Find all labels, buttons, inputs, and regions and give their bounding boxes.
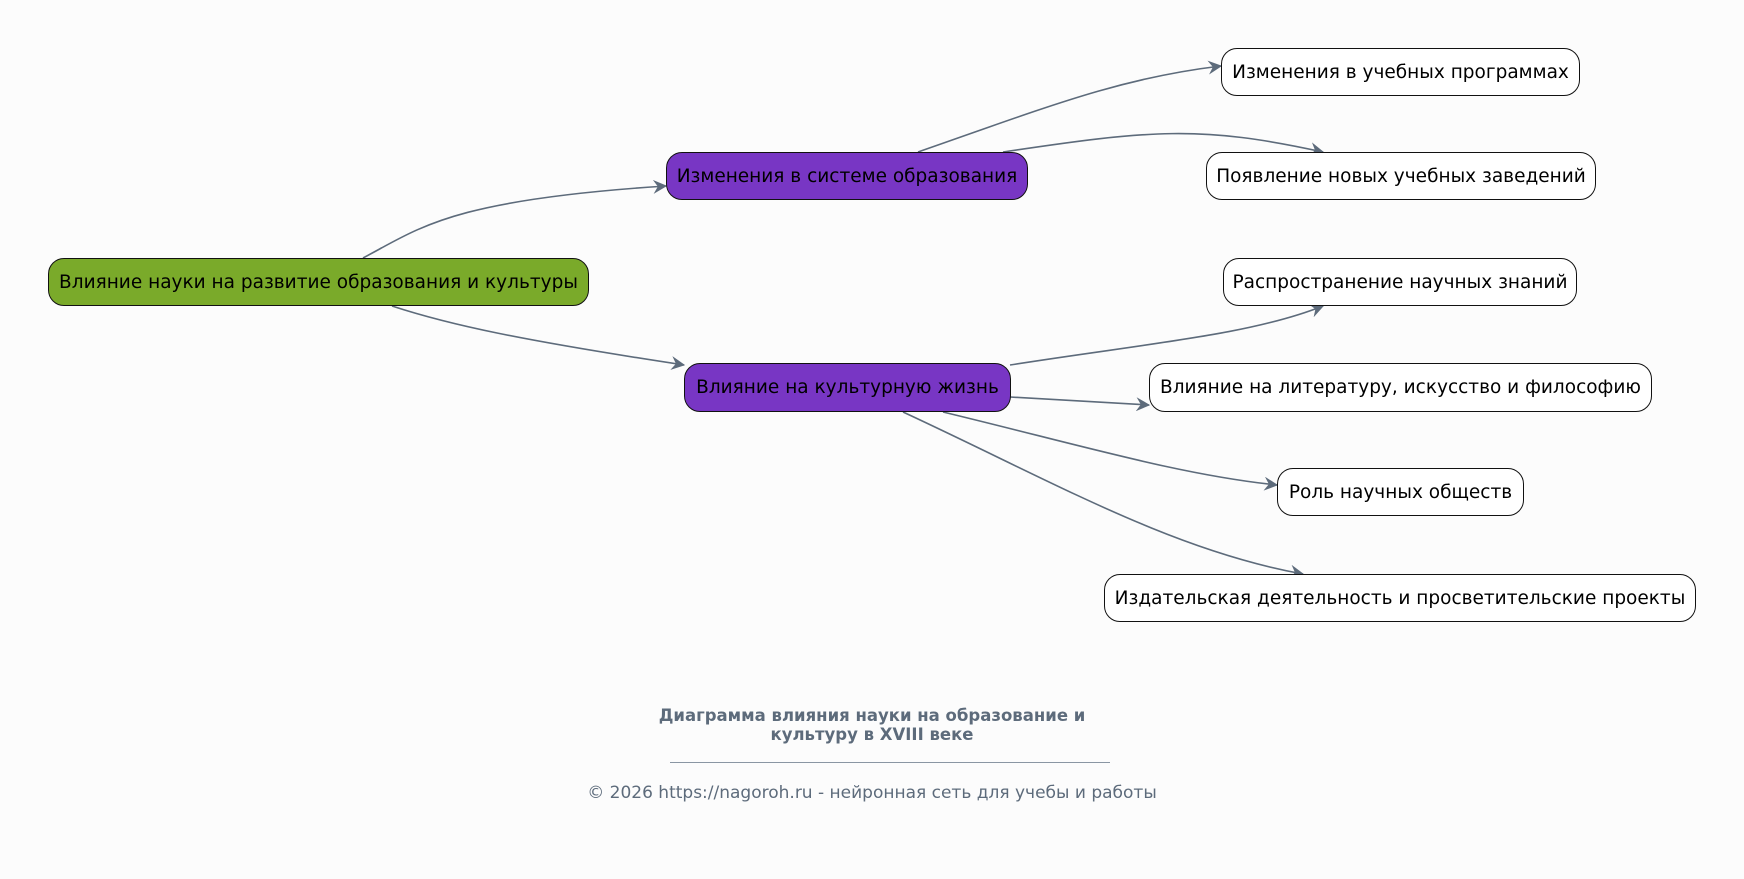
node-cul-societies: Роль научных обществ — [1277, 468, 1524, 516]
node-cul-societies-label: Роль научных обществ — [1288, 481, 1513, 503]
node-root: Влияние науки на развитие образования и … — [48, 258, 589, 306]
edge-culture-to-knowledge — [1009, 304, 1325, 366]
node-education: Изменения в системе образования — [666, 152, 1028, 200]
edge-education-to-curricula — [917, 60, 1223, 153]
edge-root-to-education — [362, 179, 668, 259]
diagram-title-line2: культуру в XVIII веке — [770, 725, 974, 744]
edge-education-to-institutions — [1002, 132, 1325, 157]
node-cul-knowledge-label: Распространение научных знаний — [1232, 271, 1568, 293]
node-root-label: Влияние науки на развитие образования и … — [59, 271, 578, 293]
node-cul-knowledge: Распространение научных знаний — [1223, 258, 1577, 306]
node-cul-literature-label: Влияние на литературу, искусство и филос… — [1160, 377, 1641, 398]
node-cul-literature: Влияние на литературу, искусство и филос… — [1149, 363, 1652, 412]
footer-copyright: © 2026 https://nagoroh.ru - нейронная се… — [587, 783, 1157, 803]
node-culture-label: Влияние на культурную жизнь — [696, 377, 999, 398]
node-cul-publishing: Издательская деятельность и просветитель… — [1104, 574, 1696, 622]
node-edu-curricula: Изменения в учебных программах — [1221, 48, 1580, 96]
caption-divider — [670, 762, 1110, 763]
edge-root-to-culture — [391, 305, 686, 370]
edge-culture-to-publishing — [902, 411, 1305, 579]
node-education-label: Изменения в системе образования — [676, 165, 1018, 187]
edge-culture-to-societies — [942, 411, 1279, 491]
node-culture: Влияние на культурную жизнь — [684, 363, 1011, 412]
edge-culture-to-literature — [1009, 396, 1151, 412]
diagram-title-line1: Диаграмма влияния науки на образование и — [658, 706, 1086, 725]
diagram-title: Диаграмма влияния науки на образование и… — [0, 706, 1744, 744]
node-edu-institutions-label: Появление новых учебных заведений — [1216, 165, 1586, 187]
node-edu-curricula-label: Изменения в учебных программах — [1232, 61, 1569, 83]
node-edu-institutions: Появление новых учебных заведений — [1206, 152, 1596, 200]
node-cul-publishing-label: Издательская деятельность и просветитель… — [1114, 587, 1686, 609]
